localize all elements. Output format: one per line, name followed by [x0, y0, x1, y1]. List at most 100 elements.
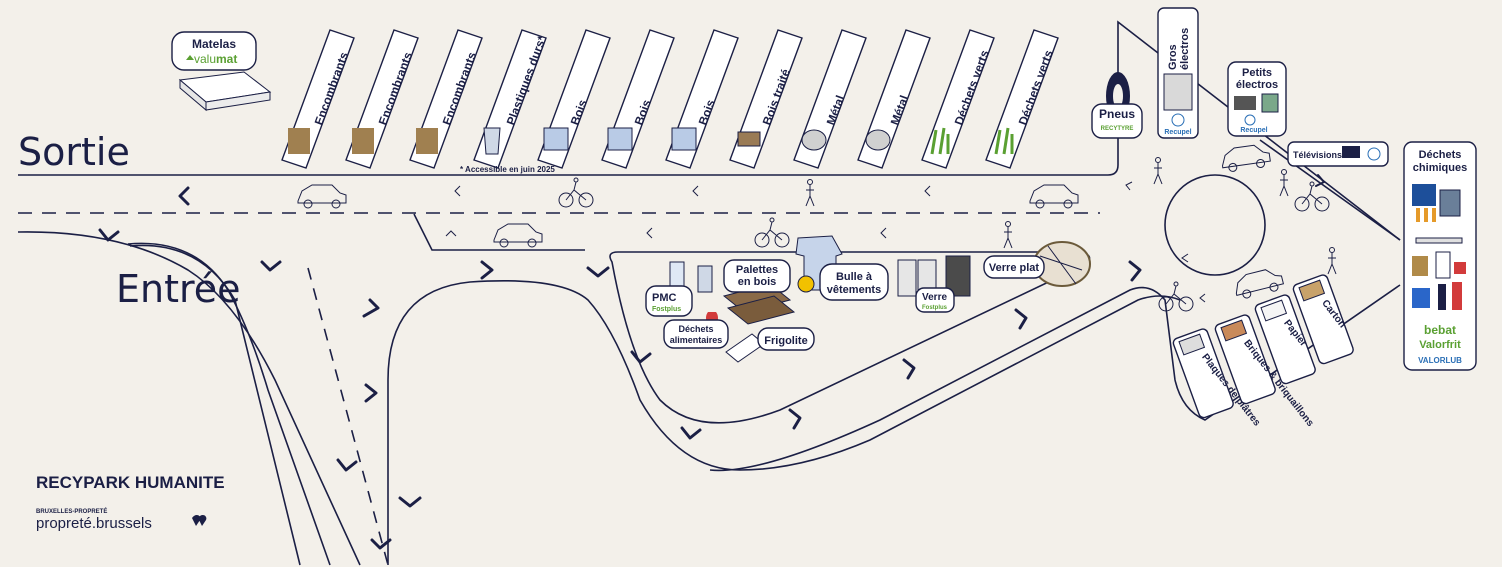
fridge-icon	[1163, 73, 1193, 111]
matelas-label: Matelas	[192, 37, 236, 51]
sofa-icon	[288, 128, 310, 154]
bin-bois-traite[interactable]: Bois traité	[729, 29, 803, 169]
kettle-icon	[1261, 93, 1279, 113]
bin-encombrants-2[interactable]: Encombrants	[345, 29, 419, 169]
bebat-logo: bebat	[1424, 323, 1456, 337]
freezer-icon	[1412, 288, 1430, 308]
recupel-icon	[1171, 113, 1185, 127]
spray-icon	[1438, 284, 1446, 310]
sofa-icon	[416, 128, 438, 154]
recycle-icon	[186, 55, 194, 60]
chair-icon	[483, 127, 501, 155]
recytyre-logo: RECYTYRE	[1101, 126, 1134, 132]
cabinet-icon	[607, 127, 633, 151]
pedestrian-icon	[805, 179, 815, 207]
bxl-proprete-small: BRUXELLES-PROPRETÉ	[36, 507, 107, 515]
plaster-icon	[1178, 333, 1206, 356]
bench-icon	[737, 131, 761, 147]
sofa-icon	[352, 128, 374, 154]
recupel-logo: Recupel	[1240, 127, 1267, 134]
glass-bin-icon	[897, 259, 917, 297]
verre-plat-label: Verre plat	[989, 262, 1039, 274]
valorfrit-logo: Valorfrit	[1419, 339, 1461, 351]
textile-logo	[797, 275, 815, 293]
pot-icon	[865, 129, 891, 151]
exit-label: Sortie	[18, 130, 130, 174]
pneus-station[interactable]: Pneus RECYTYRE	[1091, 72, 1143, 139]
pedestrian-icon	[1003, 221, 1013, 249]
frigolite-station[interactable]: Frigolite	[725, 327, 815, 363]
batteries-icon	[1432, 208, 1436, 222]
matelas-station[interactable]: Matelas valumat	[171, 31, 272, 112]
branding: RECYPARK HUMANITE BRUXELLES-PROPRETÉ pro…	[36, 473, 225, 532]
bin-bois-3[interactable]: Bois	[665, 29, 739, 169]
recupel-logo: Recupel	[1164, 129, 1191, 136]
pedestrian-icon	[1153, 157, 1163, 185]
pmc-label: PMC	[652, 292, 677, 304]
paper-icon	[1260, 299, 1288, 322]
gros-electros-label: Grosélectros	[1167, 28, 1191, 70]
bin-carton[interactable]: Carton	[1292, 272, 1358, 365]
bin-encombrants-1[interactable]: Encombrants	[281, 29, 355, 169]
mattress-icon	[178, 71, 272, 112]
extinguisher-icon	[1452, 282, 1462, 310]
carton-pack-icon	[697, 265, 713, 293]
bottle-icon	[1435, 251, 1451, 279]
bin-bois-1[interactable]: Bois	[537, 29, 611, 169]
bin-dechets-verts-1[interactable]: Déchets verts	[921, 29, 995, 169]
paint-can-icon	[1439, 189, 1461, 217]
plant-icon	[930, 127, 950, 155]
televisions-station[interactable]: Télévisions	[1287, 141, 1389, 167]
bin-bois-2[interactable]: Bois	[601, 29, 675, 169]
road-network	[17, 20, 1401, 566]
frigolite-label: Frigolite	[764, 335, 807, 347]
chemical-icon	[1454, 262, 1466, 274]
verre-plat-station[interactable]: Verre plat	[983, 241, 1091, 287]
valumat-logo: valumat	[194, 52, 237, 66]
car-icon	[297, 184, 347, 209]
availability-note: * Accessible en juin 2025	[460, 165, 555, 174]
gros-electros-station[interactable]: Grosélectros Recupel	[1157, 7, 1199, 139]
bin-dechets-verts-2[interactable]: Déchets verts	[985, 29, 1059, 169]
pot-icon	[801, 129, 827, 151]
heart-logo-icon	[192, 514, 207, 526]
box-icon	[1298, 279, 1326, 302]
bin-metal-1[interactable]: Métal	[793, 29, 867, 169]
car-battery-icon	[1412, 184, 1436, 206]
pedestrian-icon	[1279, 169, 1289, 197]
pmc-station[interactable]: PMC Fostplus	[645, 261, 713, 317]
cabinet-icon	[671, 127, 697, 151]
direction-chevrons	[98, 174, 1325, 550]
bike-icon	[1294, 181, 1330, 212]
bin-encombrants-3[interactable]: Encombrants	[409, 29, 483, 169]
pedestrian-icon	[1327, 247, 1337, 275]
top-bin-row: Encombrants Encombrants Encombrants Plas…	[281, 29, 1059, 169]
bike-icon	[754, 217, 790, 248]
cabinet-icon	[543, 127, 569, 151]
car-icon	[1221, 144, 1271, 172]
car-icon	[1029, 184, 1079, 209]
bin-metal-2[interactable]: Métal	[857, 29, 931, 169]
verre-label: Verre	[922, 292, 947, 303]
traffic-icons	[297, 144, 1337, 312]
fostplus-logo: Fostplus	[652, 306, 681, 313]
recupel-icon	[1367, 147, 1381, 161]
oil-can-icon	[1412, 256, 1428, 276]
pneus-label: Pneus	[1099, 107, 1135, 121]
bike-icon	[558, 177, 594, 208]
recypark-title: RECYPARK HUMANITE	[36, 473, 225, 492]
bin-plastiques-durs[interactable]: Plastiques durs*	[473, 29, 549, 169]
verre-station[interactable]: Verre Fostplus	[897, 255, 971, 313]
entrance-label: Entrée	[116, 267, 241, 311]
